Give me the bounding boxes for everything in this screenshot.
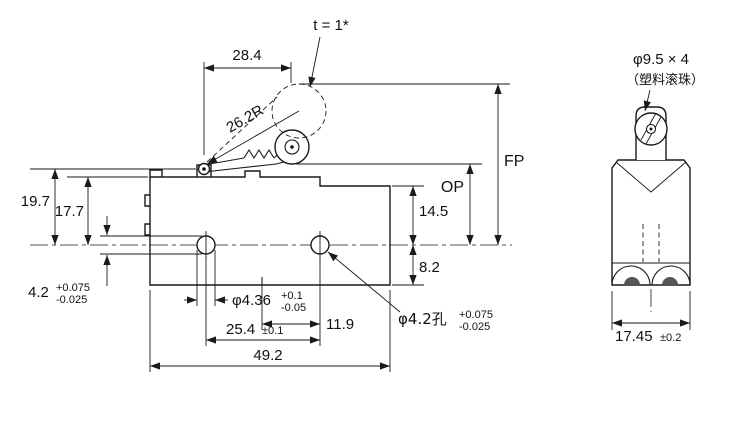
dim-label-4-36-tol-lower: -0.05 xyxy=(281,302,306,314)
dim-label-FP: FP xyxy=(504,153,524,170)
dim-label-17-7: 17.7 xyxy=(55,203,84,220)
dim-lever-thickness: t = 1* xyxy=(308,17,349,88)
dim-slot-width: 4.2 +0.075 -0.025 xyxy=(28,216,202,306)
dim-label-28-4: 28.4 xyxy=(232,47,261,64)
dim-operating-position: OP xyxy=(296,163,482,245)
mounting-holes xyxy=(30,231,512,259)
dim-terminal-width: φ4.36 +0.1 -0.05 xyxy=(184,250,306,314)
dim-hole-pitch: 25.4 ±0.1 xyxy=(205,256,321,346)
dim-terminal-to-hole: 11.9 xyxy=(261,285,354,333)
roller-free-position-outline xyxy=(271,83,327,139)
dim-overall-width: 49.2 xyxy=(149,290,391,372)
dim-label-8-2: 8.2 xyxy=(419,259,440,276)
dim-overall-depth: 17.45 ±0.2 xyxy=(611,291,691,345)
switch-body xyxy=(144,169,391,286)
dim-pivot-height: 19.7 xyxy=(21,168,196,245)
hinge-lever xyxy=(196,96,285,177)
dim-label-4-36: φ4.36 xyxy=(232,292,271,309)
dim-holes-to-bottom: 8.2 xyxy=(392,245,440,286)
dim-pivot-to-roller: 28.4 xyxy=(203,47,292,155)
front-view: 28.4 t = 1* 26.2R FP OP 14.5 xyxy=(21,17,524,372)
dim-label-4-2-tol-upper: +0.075 xyxy=(56,282,90,294)
side-body xyxy=(611,159,691,312)
dim-body-top-to-holes: 17.7 xyxy=(55,176,148,245)
label-roller-material: （塑料滚珠） xyxy=(626,72,704,88)
dim-label-26-2R: 26.2R xyxy=(224,102,267,137)
dim-label-4-36-tol-upper: +0.1 xyxy=(281,290,303,302)
dim-label-49-2: 49.2 xyxy=(253,347,282,364)
dim-label-4-2-hole: φ4.2孔 xyxy=(398,310,447,328)
dim-label-4-2-tol-lower: -0.025 xyxy=(56,294,87,306)
label-roller-size: φ9.5 × 4 xyxy=(633,51,689,68)
dim-label-14-5: 14.5 xyxy=(419,203,448,220)
roller xyxy=(274,129,310,165)
dim-label-4-2-hole-tol-upper: +0.075 xyxy=(459,309,493,321)
dim-label-OP: OP xyxy=(441,179,464,196)
side-view: φ9.5 × 4 （塑料滚珠） 17.45 ±0.2 xyxy=(611,51,704,345)
dim-label-17-45-tol: ±0.2 xyxy=(660,332,681,344)
dim-mounting-hole: φ4.2孔 +0.075 -0.025 xyxy=(327,251,493,333)
dim-label-19-7: 19.7 xyxy=(21,193,50,210)
dim-label-17-45: 17.45 xyxy=(615,328,653,345)
dim-right-top-to-holes: 14.5 xyxy=(392,185,448,245)
side-roller-bracket xyxy=(634,106,668,160)
dim-label-t: t = 1* xyxy=(313,17,349,34)
dim-label-25-4: 25.4 xyxy=(226,321,255,338)
dim-label-4-2: 4.2 xyxy=(28,284,49,301)
dim-label-11-9: 11.9 xyxy=(326,316,354,333)
callout-roller: φ9.5 × 4 （塑料滚珠） xyxy=(626,51,704,112)
dim-free-position: FP xyxy=(299,83,524,245)
dim-label-25-4-tol: ±0.1 xyxy=(262,325,283,337)
dim-label-4-2-hole-tol-lower: -0.025 xyxy=(459,321,490,333)
